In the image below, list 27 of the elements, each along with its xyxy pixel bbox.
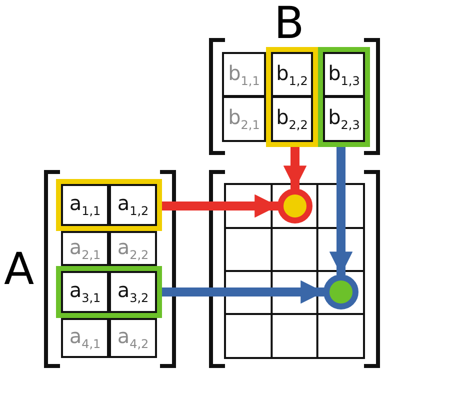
highlighted-row [56,179,162,231]
result-dot [323,274,359,310]
highlighted-row [56,266,162,318]
matrix-cell: b$_{1,2}$ [271,52,313,97]
highlighted-column [266,47,318,147]
matrix-cell: b$_{1,1}$ [222,52,266,97]
matrix-name: A [4,248,34,292]
matrix-cell: b$_{2,3}$ [323,96,365,142]
arrow [162,280,324,304]
arrow [283,147,307,189]
matrix-cell: b$_{2,2}$ [271,96,313,142]
arrow [162,194,278,218]
matrix-cell: b$_{1,3}$ [323,52,365,97]
matrix-cell: a$_{4,1}$ [61,318,109,358]
highlighted-column [318,47,370,147]
matrix-cell: a$_{1,2}$ [109,184,157,226]
result-dot [277,188,313,224]
matrix-cell: b$_{2,1}$ [222,96,266,142]
matrix-cell: a$_{2,1}$ [61,231,109,266]
arrow [329,147,353,275]
matrix-name: B [274,2,304,46]
matrix-cell: a$_{3,2}$ [109,271,157,313]
matrix-cell: a$_{3,1}$ [61,271,109,313]
result-matrix-grid [224,183,365,359]
matrix-cell: a$_{4,2}$ [109,318,157,358]
matrix-cell: a$_{2,2}$ [109,231,157,266]
matrix-cell: a$_{1,1}$ [61,184,109,226]
